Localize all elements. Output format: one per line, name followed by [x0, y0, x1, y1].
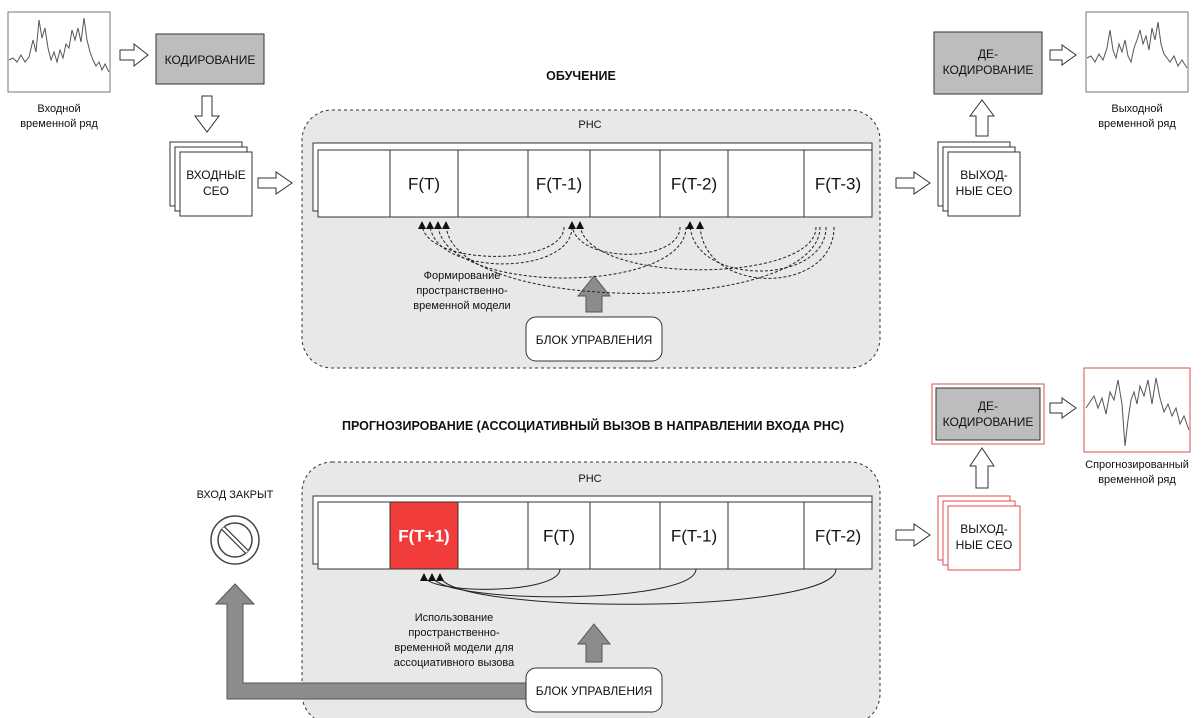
input-closed-label: ВХОД ЗАКРЫТ	[197, 489, 274, 501]
svg-text:БЛОК УПРАВЛЕНИЯ: БЛОК УПРАВЛЕНИЯ	[536, 333, 653, 347]
training-title: ОБУЧЕНИЕ	[546, 69, 616, 83]
svg-text:временной модели для: временной модели для	[394, 642, 513, 654]
prohibited-sign-icon	[210, 515, 260, 565]
training-cell	[317, 149, 391, 218]
forecast-arrow-to-series	[1049, 397, 1077, 419]
forecasting-panel-label: РНС	[578, 473, 601, 485]
output-series-plot	[1085, 11, 1189, 93]
training-cell-label: F(T)	[408, 175, 440, 194]
training-model-label: Формирование пространственно- временной …	[413, 270, 510, 312]
training-cell	[589, 149, 661, 218]
training-cell: F(T-1)	[527, 149, 591, 218]
decoding-box: ДЕ- КОДИРОВАНИЕ	[933, 31, 1043, 95]
control-to-input-arrow	[214, 583, 527, 700]
svg-text:ДЕ-: ДЕ-	[978, 399, 998, 413]
output-seo-stack: ВЫХОД- НЫЕ СЕО	[937, 141, 1021, 217]
forecasting-cell-label: F(T+1)	[398, 527, 449, 546]
forecasting-cell: F(T-2)	[803, 501, 873, 570]
control-arrow-training	[576, 275, 612, 313]
svg-text:ВЫХОД-: ВЫХОД-	[960, 522, 1007, 536]
forecast-series-label: Спрогнозированный временной ряд	[1085, 459, 1189, 486]
svg-text:ВХОДНЫЕ: ВХОДНЫЕ	[186, 168, 246, 182]
forecast-output-seo-stack: ВЫХОД- НЫЕ СЕО	[937, 495, 1021, 571]
time-series-plot-icon	[8, 17, 110, 73]
svg-text:КОДИРОВАНИЕ: КОДИРОВАНИЕ	[943, 415, 1034, 429]
forecasting-title: ПРОГНОЗИРОВАНИЕ (АССОЦИАТИВНЫЙ ВЫЗОВ В Н…	[342, 418, 844, 433]
svg-text:СЕО: СЕО	[203, 184, 229, 198]
forecasting-cell	[727, 501, 805, 570]
svg-text:КОДИРОВАНИЕ: КОДИРОВАНИЕ	[943, 63, 1034, 77]
svg-text:Выходной: Выходной	[1111, 103, 1162, 115]
training-cell: F(T)	[389, 149, 459, 218]
input-series-label: Входной временной ряд	[20, 103, 98, 130]
forecasting-cell-row: F(T+1) F(T) F(T-1) F(T-2)	[317, 501, 873, 570]
training-cell-label: F(T-3)	[815, 175, 861, 194]
training-panel-label: РНС	[578, 119, 601, 131]
svg-text:временной ряд: временной ряд	[1098, 118, 1176, 130]
input-series-plot	[7, 11, 111, 93]
forecasting-recall-arcs	[420, 568, 837, 605]
forecasting-cell: F(T-1)	[659, 501, 729, 570]
forecasting-cell-label: F(T-2)	[815, 527, 861, 546]
forecasting-cell	[317, 501, 391, 570]
training-control-block: БЛОК УПРАВЛЕНИЯ	[525, 316, 663, 362]
forecasting-control-block: БЛОК УПРАВЛЕНИЯ	[525, 667, 663, 713]
svg-text:БЛОК УПРАВЛЕНИЯ: БЛОК УПРАВЛЕНИЯ	[536, 684, 653, 698]
forecasting-model-label: Использование пространственно- временной…	[394, 612, 515, 669]
time-series-plot-icon	[1086, 21, 1188, 69]
control-arrow-forecasting	[576, 623, 612, 663]
svg-text:ВЫХОД-: ВЫХОД-	[960, 168, 1007, 182]
forecast-arrow-to-output-seo	[895, 523, 931, 547]
training-cell-label: F(T-1)	[536, 175, 582, 194]
forecast-decoding-box: ДЕ- КОДИРОВАНИЕ	[931, 383, 1045, 445]
arrow-to-output-seo	[895, 171, 931, 195]
svg-text:пространственно-: пространственно-	[416, 285, 508, 297]
svg-text:НЫЕ СЕО: НЫЕ СЕО	[956, 538, 1013, 552]
arrow-to-network	[257, 171, 293, 195]
arrow-to-decoding	[969, 99, 995, 137]
forecasting-cell	[457, 501, 529, 570]
svg-text:Использование: Использование	[415, 612, 494, 624]
svg-text:Спрогнозированный: Спрогнозированный	[1085, 459, 1189, 471]
svg-text:ассоциативного вызова: ассоциативного вызова	[394, 657, 515, 669]
training-cell	[457, 149, 529, 218]
arrow-to-input-seo	[194, 95, 220, 133]
svg-text:ДЕ-: ДЕ-	[978, 47, 998, 61]
forecast-series-plot	[1083, 367, 1191, 453]
training-cell: F(T-3)	[803, 149, 873, 218]
svg-text:временной модели: временной модели	[413, 300, 510, 312]
time-series-plot-icon	[1085, 377, 1190, 447]
training-cell-label: F(T-2)	[671, 175, 717, 194]
svg-text:Входной: Входной	[37, 103, 80, 115]
forecasting-cell: F(T+1)	[389, 501, 459, 570]
forecasting-cell-label: F(T-1)	[671, 527, 717, 546]
arrow-to-encoding	[119, 42, 149, 68]
training-cell	[727, 149, 805, 218]
forecasting-cell-label: F(T)	[543, 527, 575, 546]
svg-text:КОДИРОВАНИЕ: КОДИРОВАНИЕ	[165, 53, 256, 67]
svg-text:временной ряд: временной ряд	[20, 118, 98, 130]
svg-text:Формирование: Формирование	[424, 270, 501, 282]
arrow-to-output-series	[1049, 44, 1077, 66]
input-seo-stack: ВХОДНЫЕ СЕО	[169, 141, 253, 217]
svg-text:НЫЕ СЕО: НЫЕ СЕО	[956, 184, 1013, 198]
training-dependency-arcs	[418, 221, 835, 294]
svg-text:пространственно-: пространственно-	[408, 627, 500, 639]
forecasting-cell: F(T)	[527, 501, 591, 570]
forecast-arrow-to-decoding	[969, 447, 995, 489]
encoding-box: КОДИРОВАНИЕ	[155, 33, 265, 85]
training-cell: F(T-2)	[659, 149, 729, 218]
output-series-label: Выходной временной ряд	[1098, 103, 1176, 130]
svg-text:временной ряд: временной ряд	[1098, 474, 1176, 486]
forecasting-cell	[589, 501, 661, 570]
training-cell-row: F(T) F(T-1) F(T-2) F(T-3)	[317, 149, 873, 218]
